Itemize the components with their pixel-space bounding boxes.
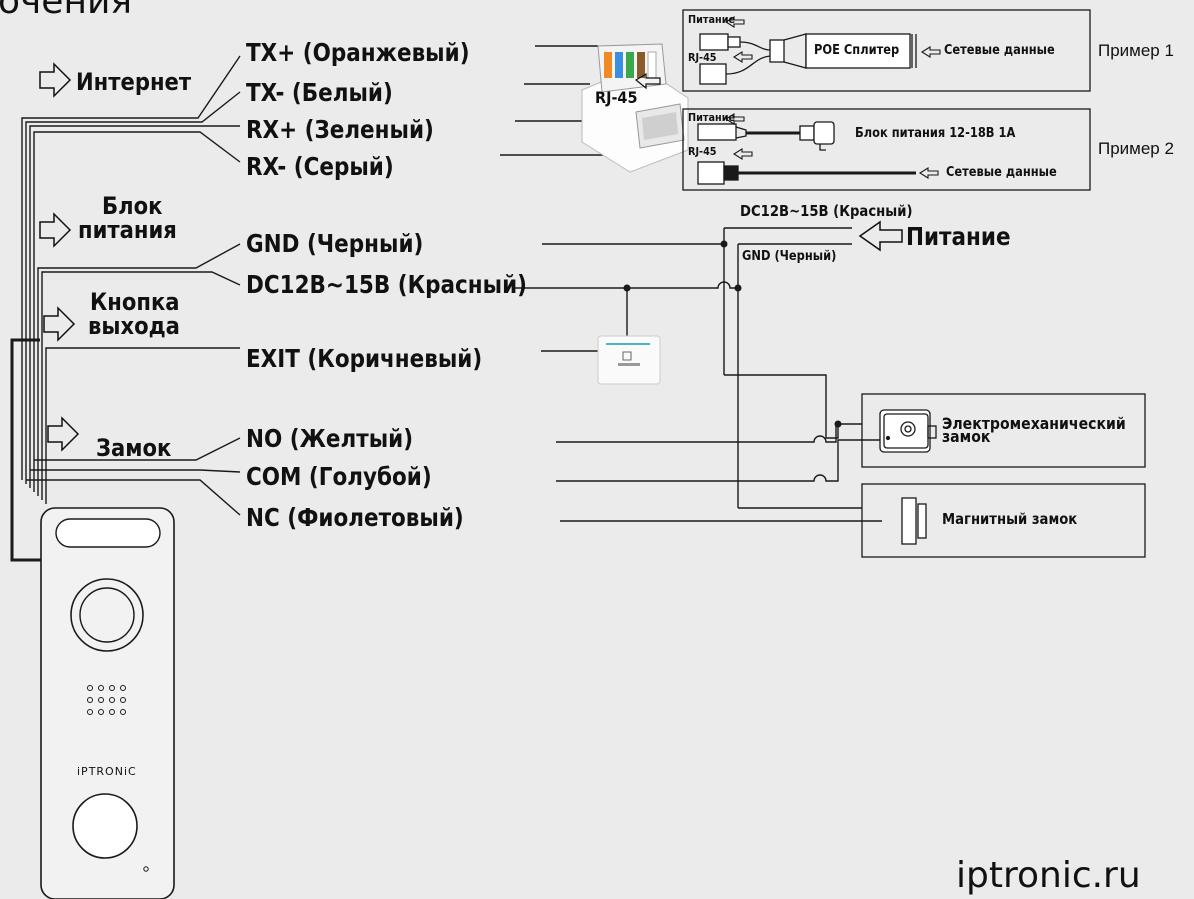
category-exit-line1: Кнопка [90, 288, 180, 316]
category-internet: Интернет [76, 68, 192, 96]
panel-top-slot [55, 518, 161, 548]
example1-network-label: Сетевые данные [944, 43, 1055, 58]
arrow-left-icon [724, 16, 745, 28]
wire-no: NO (Желтый) [246, 424, 414, 453]
wire-tx-plus: TX+ (Оранжевый) [246, 38, 470, 67]
example1-box [682, 9, 1091, 92]
arrow-left-icon [732, 148, 753, 160]
category-power-line1: Блок [102, 192, 163, 220]
magnetic-lock-label: Магнитный замок [942, 510, 1078, 528]
speaker-grille-icon [87, 685, 126, 715]
arrow-right-icon [39, 212, 72, 248]
wire-gnd: GND (Черный) [246, 229, 424, 258]
supply-gnd-label: GND (Черный) [742, 249, 837, 264]
category-exit-line2: выхода [88, 312, 180, 340]
arrow-left-icon [724, 113, 745, 125]
magnetic-lock-icon [901, 497, 927, 545]
intercom-panel [40, 507, 175, 899]
supply-dc-label: DC12В~15В (Красный) [740, 202, 913, 220]
wire-tx-minus: TX- (Белый) [246, 78, 393, 107]
electromech-lock-icon [879, 409, 937, 453]
poe-splitter-label: POE Сплитер [814, 43, 900, 58]
example1-rj45-label: RJ-45 [688, 51, 717, 64]
brand-logo: iPTRONiC [77, 765, 137, 778]
rj45-label: RJ-45 [595, 88, 638, 107]
wire-com: COM (Голубой) [246, 462, 432, 491]
example2-power-label: Питание [688, 111, 736, 124]
footer-url[interactable]: iptronic.ru [956, 855, 1141, 896]
category-lock: Замок [96, 434, 172, 462]
arrow-right-icon [39, 62, 72, 98]
electromech-lock-label-1: Электромеханический [942, 414, 1126, 433]
example2-title: Пример 2 [1098, 139, 1174, 158]
electromech-lock-box [861, 393, 1146, 468]
arrow-left-icon [732, 51, 753, 63]
wire-rx-plus: RX+ (Зеленый) [246, 115, 434, 144]
poe-splitter-drawing [699, 33, 917, 85]
psu-drawing [697, 121, 916, 185]
electromech-feed [724, 374, 862, 439]
electromech-lock-label-2: замок [942, 427, 991, 446]
magnetic-lock-box [861, 483, 1146, 558]
example2-network-label: Сетевые данные [946, 165, 1057, 180]
arrow-left-icon [634, 72, 661, 90]
supply-power-label: Питание [906, 222, 1011, 251]
arrow-right-icon [47, 416, 80, 452]
page-title: очения [0, 0, 133, 22]
panel-cable [10, 338, 42, 562]
cable-bundle [21, 55, 241, 516]
power-arrow-icon [858, 220, 903, 252]
wire-nc: NC (Фиолетовый) [246, 503, 464, 532]
arrow-right-icon [43, 306, 76, 342]
example1-power-label: Питание [688, 13, 736, 26]
example1-title: Пример 1 [1098, 41, 1174, 60]
psu-label: Блок питания 12-18В 1А [855, 126, 1016, 141]
arrow-left-icon [918, 167, 939, 179]
example2-rj45-label: RJ-45 [688, 145, 717, 158]
example2-box [682, 108, 1091, 191]
wire-rx-minus: RX- (Серый) [246, 152, 394, 181]
wire-dc: DC12В~15В (Красный) [246, 270, 527, 299]
exit-button-device [597, 335, 661, 385]
rj45-keystone [581, 43, 689, 173]
category-power-line2: питания [78, 216, 177, 244]
arrow-left-icon [920, 46, 941, 58]
wire-exit: EXIT (Коричневый) [246, 344, 483, 373]
call-button[interactable] [72, 793, 138, 859]
mic-hole-icon [143, 866, 149, 872]
